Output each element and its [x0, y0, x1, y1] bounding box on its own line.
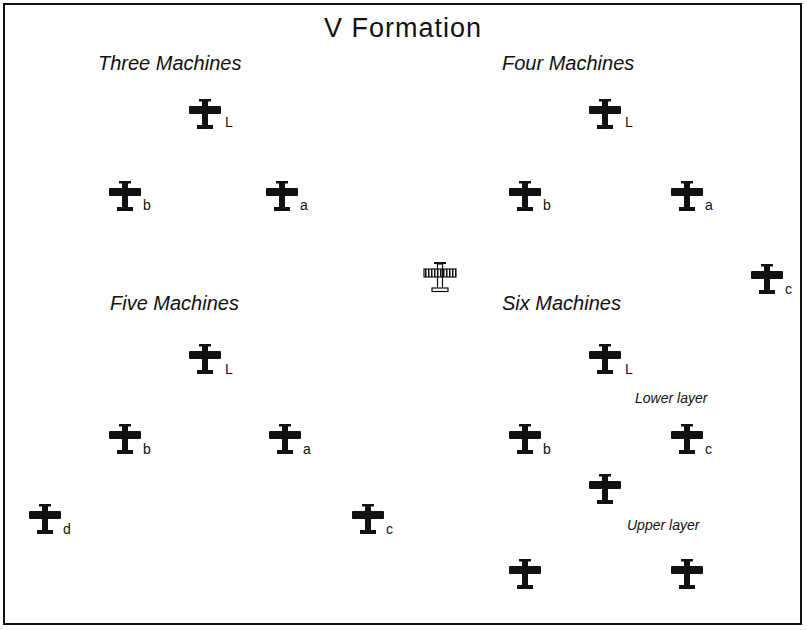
aircraft-letter: L [625, 362, 633, 377]
formation-heading: Four Machines [502, 52, 634, 74]
aircraft-letter: b [143, 198, 151, 213]
aircraft-letter: b [143, 442, 151, 457]
frame [4, 4, 801, 624]
layer-note: Lower layer [635, 391, 707, 406]
aircraft-letter: L [625, 115, 633, 130]
formation-heading: Three Machines [98, 52, 241, 74]
aircraft-letter: d [63, 522, 71, 537]
aircraft-letter: L [225, 362, 233, 377]
aircraft-letter: c [386, 522, 393, 537]
aircraft-letter: L [225, 115, 233, 130]
diagram-title: V Formation [324, 14, 482, 44]
formation-heading: Six Machines [502, 292, 621, 314]
layer-note: Upper layer [627, 518, 699, 533]
aircraft-letter: a [705, 198, 713, 213]
formation-heading: Five Machines [110, 292, 239, 314]
aircraft [29, 99, 783, 589]
aircraft-letter: b [543, 442, 551, 457]
aircraft-letter: a [303, 442, 311, 457]
aircraft-letter: c [705, 442, 712, 457]
aircraft-letter: b [543, 198, 551, 213]
aircraft-letter: a [300, 198, 308, 213]
aircraft-letter: c [785, 282, 792, 297]
